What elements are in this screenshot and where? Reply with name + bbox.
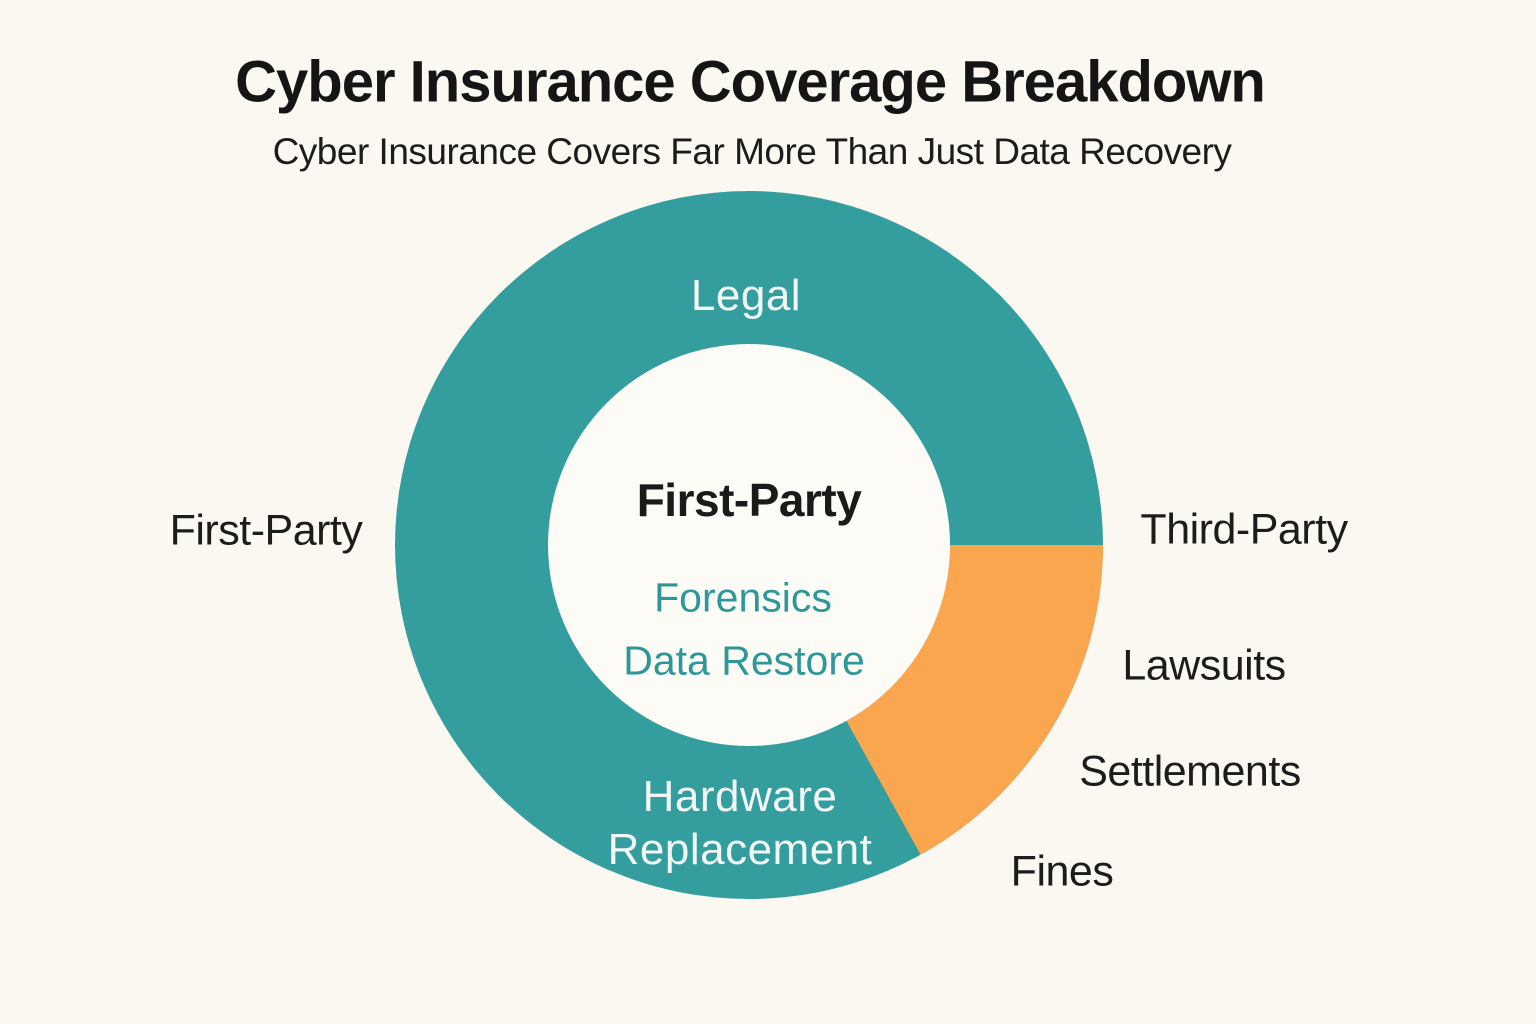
center-item-data-restore: Data Restore: [623, 637, 865, 684]
side-label-third-party: Third-Party: [1140, 505, 1348, 554]
page-subtitle: Cyber Insurance Covers Far More Than Jus…: [272, 131, 1232, 172]
donut-chart: [395, 191, 1103, 899]
ring-label-hardware-replacement: Hardware Replacement: [608, 770, 873, 876]
ring-label-hardware-line2: Replacement: [607, 825, 873, 874]
page-title: Cyber Insurance Coverage Breakdown: [235, 49, 1266, 115]
side-label-lawsuits: Lawsuits: [1122, 641, 1286, 690]
ring-label-hardware-line1: Hardware: [642, 772, 838, 821]
center-heading-first-party: First-Party: [636, 474, 862, 526]
center-item-forensics: Forensics: [654, 574, 832, 621]
ring-label-legal: Legal: [690, 271, 802, 320]
donut-hole: [548, 344, 950, 746]
side-label-first-party: First-Party: [169, 506, 363, 555]
side-label-settlements: Settlements: [1079, 747, 1301, 796]
side-label-fines: Fines: [1010, 847, 1114, 896]
